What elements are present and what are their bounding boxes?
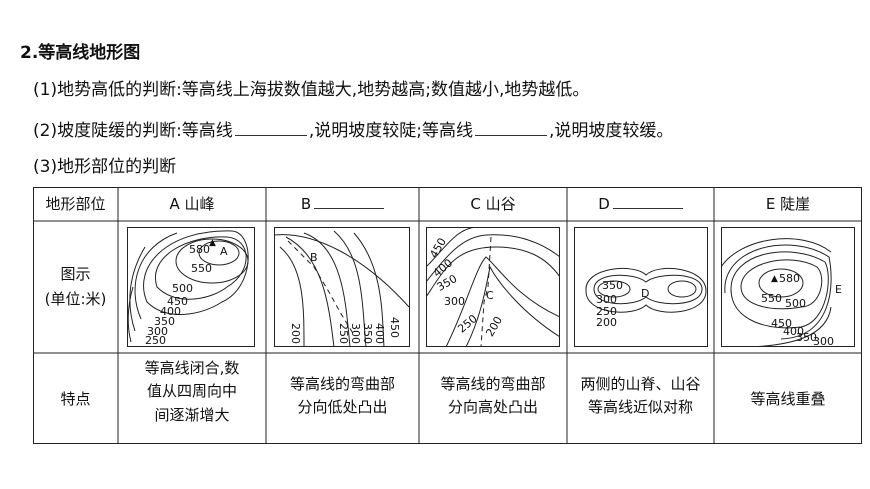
valley-contour-label: 300 [444, 295, 465, 308]
header-ridge-label: B [300, 195, 312, 213]
feature-peak-line: 值从四周向中 [146, 382, 237, 401]
saddle-contour-label: 200 [596, 316, 617, 329]
header-cliff: E 陡崖 [765, 195, 811, 213]
header-saddle-label: D [598, 195, 610, 213]
label-diagram: 图示 [60, 265, 91, 283]
cliff-contour-label: 400 [783, 325, 804, 338]
label-features: 特点 [60, 390, 91, 408]
valley-contour-label: 250 [455, 312, 479, 335]
cliff-diagram: ▲ 580 E 550 500 450 400 350 300 [721, 227, 855, 347]
ridge-diagram: B 200 250 300 350 400 450 [274, 227, 410, 347]
feature-ridge-line: 等高线的弯曲部 [289, 375, 395, 393]
paragraph-3: (3)地形部位的判断 [33, 157, 177, 177]
saddle-diagram: D 350 300 250 200 [574, 227, 708, 347]
p2-part-b: ,说明坡度较陡;等高线 [308, 121, 473, 141]
terrain-table [33, 187, 862, 444]
feature-valley-line: 分向高处凸出 [447, 398, 538, 417]
peak-contour-label: 250 [145, 334, 166, 347]
valley-diagram: C 450 400 350 300 250 200 [426, 227, 560, 347]
feature-peak: 等高线闭合,数 值从四周向中 间逐渐增大 [118, 357, 266, 427]
feature-valley-line: 等高线的弯曲部 [440, 375, 546, 393]
saddle-contour-label: 300 [596, 293, 617, 306]
blank-1[interactable] [234, 121, 307, 136]
cliff-contour-label: 550 [761, 292, 782, 305]
peak-contour-label: 300 [147, 325, 168, 338]
ridge-contour-label: 200 [289, 323, 302, 344]
peak-mark: A [220, 245, 228, 258]
paragraph-2: (2)坡度陡缓的判断:等高线 ,说明坡度较陡;等高线 ,说明坡度较缓。 [33, 116, 673, 141]
p2-part-a: (2)坡度陡缓的判断:等高线 [33, 121, 233, 141]
peak-contour-label: 400 [160, 305, 181, 318]
cliff-top-label: 580 [779, 272, 800, 285]
peak-diagram: 580 ▲ A 550 500 450 400 350 300 250 [127, 227, 255, 347]
cliff-mark: E [835, 283, 842, 296]
feature-saddle-line: 等高线近似对称 [587, 398, 693, 417]
peak-contour-label: 500 [172, 282, 193, 295]
feature-ridge: 等高线的弯曲部 分向低处凸出 [266, 373, 419, 420]
feature-peak-line: 间逐渐增大 [154, 405, 230, 424]
feature-peak-line: 等高线闭合,数 [144, 359, 240, 377]
header-peak: A 山峰 [169, 195, 215, 213]
cliff-contour-label: 450 [771, 317, 792, 330]
header-terrain: 地形部位 [45, 195, 106, 213]
label-unit: (单位:米) [44, 290, 107, 308]
valley-mark: C [486, 289, 494, 302]
blank-2[interactable] [474, 121, 547, 136]
ridge-mark: B [310, 251, 318, 264]
paragraph-1: (1)地势高低的判断:等高线上海拔数值越大,地势越高;数值越小,地势越低。 [33, 80, 590, 100]
ridge-blank[interactable] [314, 196, 385, 209]
p2-part-c: ,说明坡度较缓。 [548, 121, 674, 141]
saddle-contour-label: 350 [602, 279, 623, 292]
cliff-contour-label: 300 [813, 335, 834, 347]
feature-ridge-line: 分向低处凸出 [297, 398, 388, 417]
cliff-contour-label: 500 [785, 297, 806, 310]
ridge-contour-label: 450 [388, 317, 401, 338]
cliff-contour-label: 350 [796, 331, 817, 344]
cliff-triangle-icon: ▲ [771, 274, 778, 284]
table-grid [33, 187, 862, 444]
header-valley: C 山谷 [470, 195, 516, 213]
peak-contour-label: 450 [167, 295, 188, 308]
peak-top-label: 580 [189, 243, 210, 256]
valley-contour-label: 200 [483, 314, 505, 339]
header-ridge: B [266, 193, 419, 216]
ridge-contour-label: 300 [349, 323, 362, 344]
peak-contour-label: 350 [154, 315, 175, 328]
ridge-contour-label: 250 [337, 323, 350, 344]
saddle-blank[interactable] [612, 196, 683, 209]
feature-cliff: 等高线重叠 [750, 390, 826, 408]
peak-triangle-icon: ▲ [209, 238, 216, 248]
peak-contour-label: 550 [191, 262, 212, 275]
saddle-mark: D [641, 287, 649, 300]
heading: 2.等高线地形图 [20, 43, 141, 63]
header-saddle: D [567, 193, 714, 216]
ridge-contour-label: 350 [361, 323, 374, 344]
saddle-contour-label: 250 [596, 305, 617, 318]
feature-saddle-line: 两侧的山脊、山谷 [580, 375, 701, 393]
feature-valley: 等高线的弯曲部 分向高处凸出 [419, 373, 567, 420]
ridge-contour-label: 400 [373, 323, 386, 344]
feature-saddle: 两侧的山脊、山谷 等高线近似对称 [567, 373, 714, 420]
